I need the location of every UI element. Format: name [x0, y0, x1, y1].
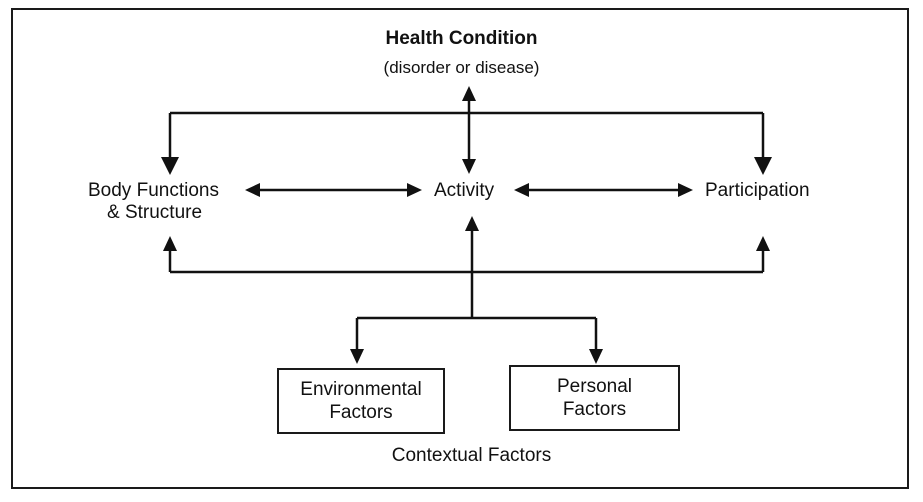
activity-label: Activity	[434, 180, 495, 201]
arrowhead-up-health	[462, 86, 476, 101]
arrowhead-left-body	[245, 183, 260, 197]
arrowhead-down-personal	[589, 349, 603, 364]
environmental-factors-box: Environmental Factors	[277, 368, 445, 434]
personal-factors-line1: Personal	[557, 376, 632, 397]
arrowhead-up-body	[163, 236, 177, 251]
body-functions-label: Body Functions & Structure	[88, 180, 219, 224]
arrowhead-down-body	[161, 157, 179, 175]
personal-factors-line2: Factors	[562, 399, 627, 420]
personal-factors-box: Personal Factors	[509, 365, 680, 431]
body-functions-line1: Body Functions	[88, 180, 219, 201]
arrowhead-down-environmental	[350, 349, 364, 364]
body-functions-line2: & Structure	[107, 202, 203, 223]
diagram-frame	[11, 8, 909, 489]
health-condition-title: Health Condition	[385, 28, 538, 49]
environmental-factors-line2: Factors	[329, 402, 393, 423]
environmental-factors-line1: Environmental	[300, 379, 422, 400]
health-condition-subtitle: (disorder or disease)	[383, 58, 540, 77]
arrowhead-up-participation	[756, 236, 770, 251]
arrowhead-left-activity	[514, 183, 529, 197]
participation-label: Participation	[705, 180, 810, 201]
arrowhead-down-activity	[462, 159, 476, 174]
arrowhead-up-activity	[465, 216, 479, 231]
arrowhead-right-activity	[407, 183, 422, 197]
contextual-factors-label: Contextual Factors	[391, 445, 552, 466]
arrowhead-right-participation	[678, 183, 693, 197]
arrowhead-down-participation	[754, 157, 772, 175]
